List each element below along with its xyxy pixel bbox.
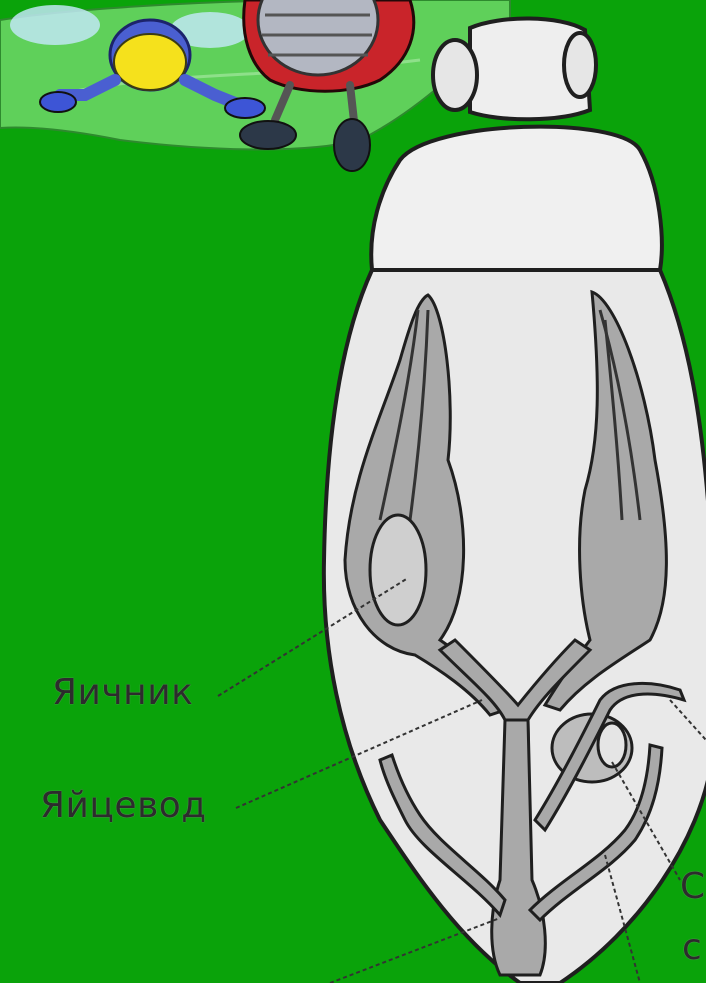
cut-off-label-2: с — [682, 927, 702, 968]
bottom-leader-line — [330, 918, 500, 983]
ovary-label: Яичник — [52, 672, 193, 713]
cut-off-label-1: С — [680, 866, 706, 907]
eye-left — [433, 40, 477, 110]
eye-right — [564, 33, 596, 97]
left-ovary-egg — [370, 515, 426, 625]
insect-pronotum — [371, 127, 662, 282]
blue-bug-belly — [114, 34, 186, 90]
oviduct-label: Яйцевод — [40, 785, 207, 826]
